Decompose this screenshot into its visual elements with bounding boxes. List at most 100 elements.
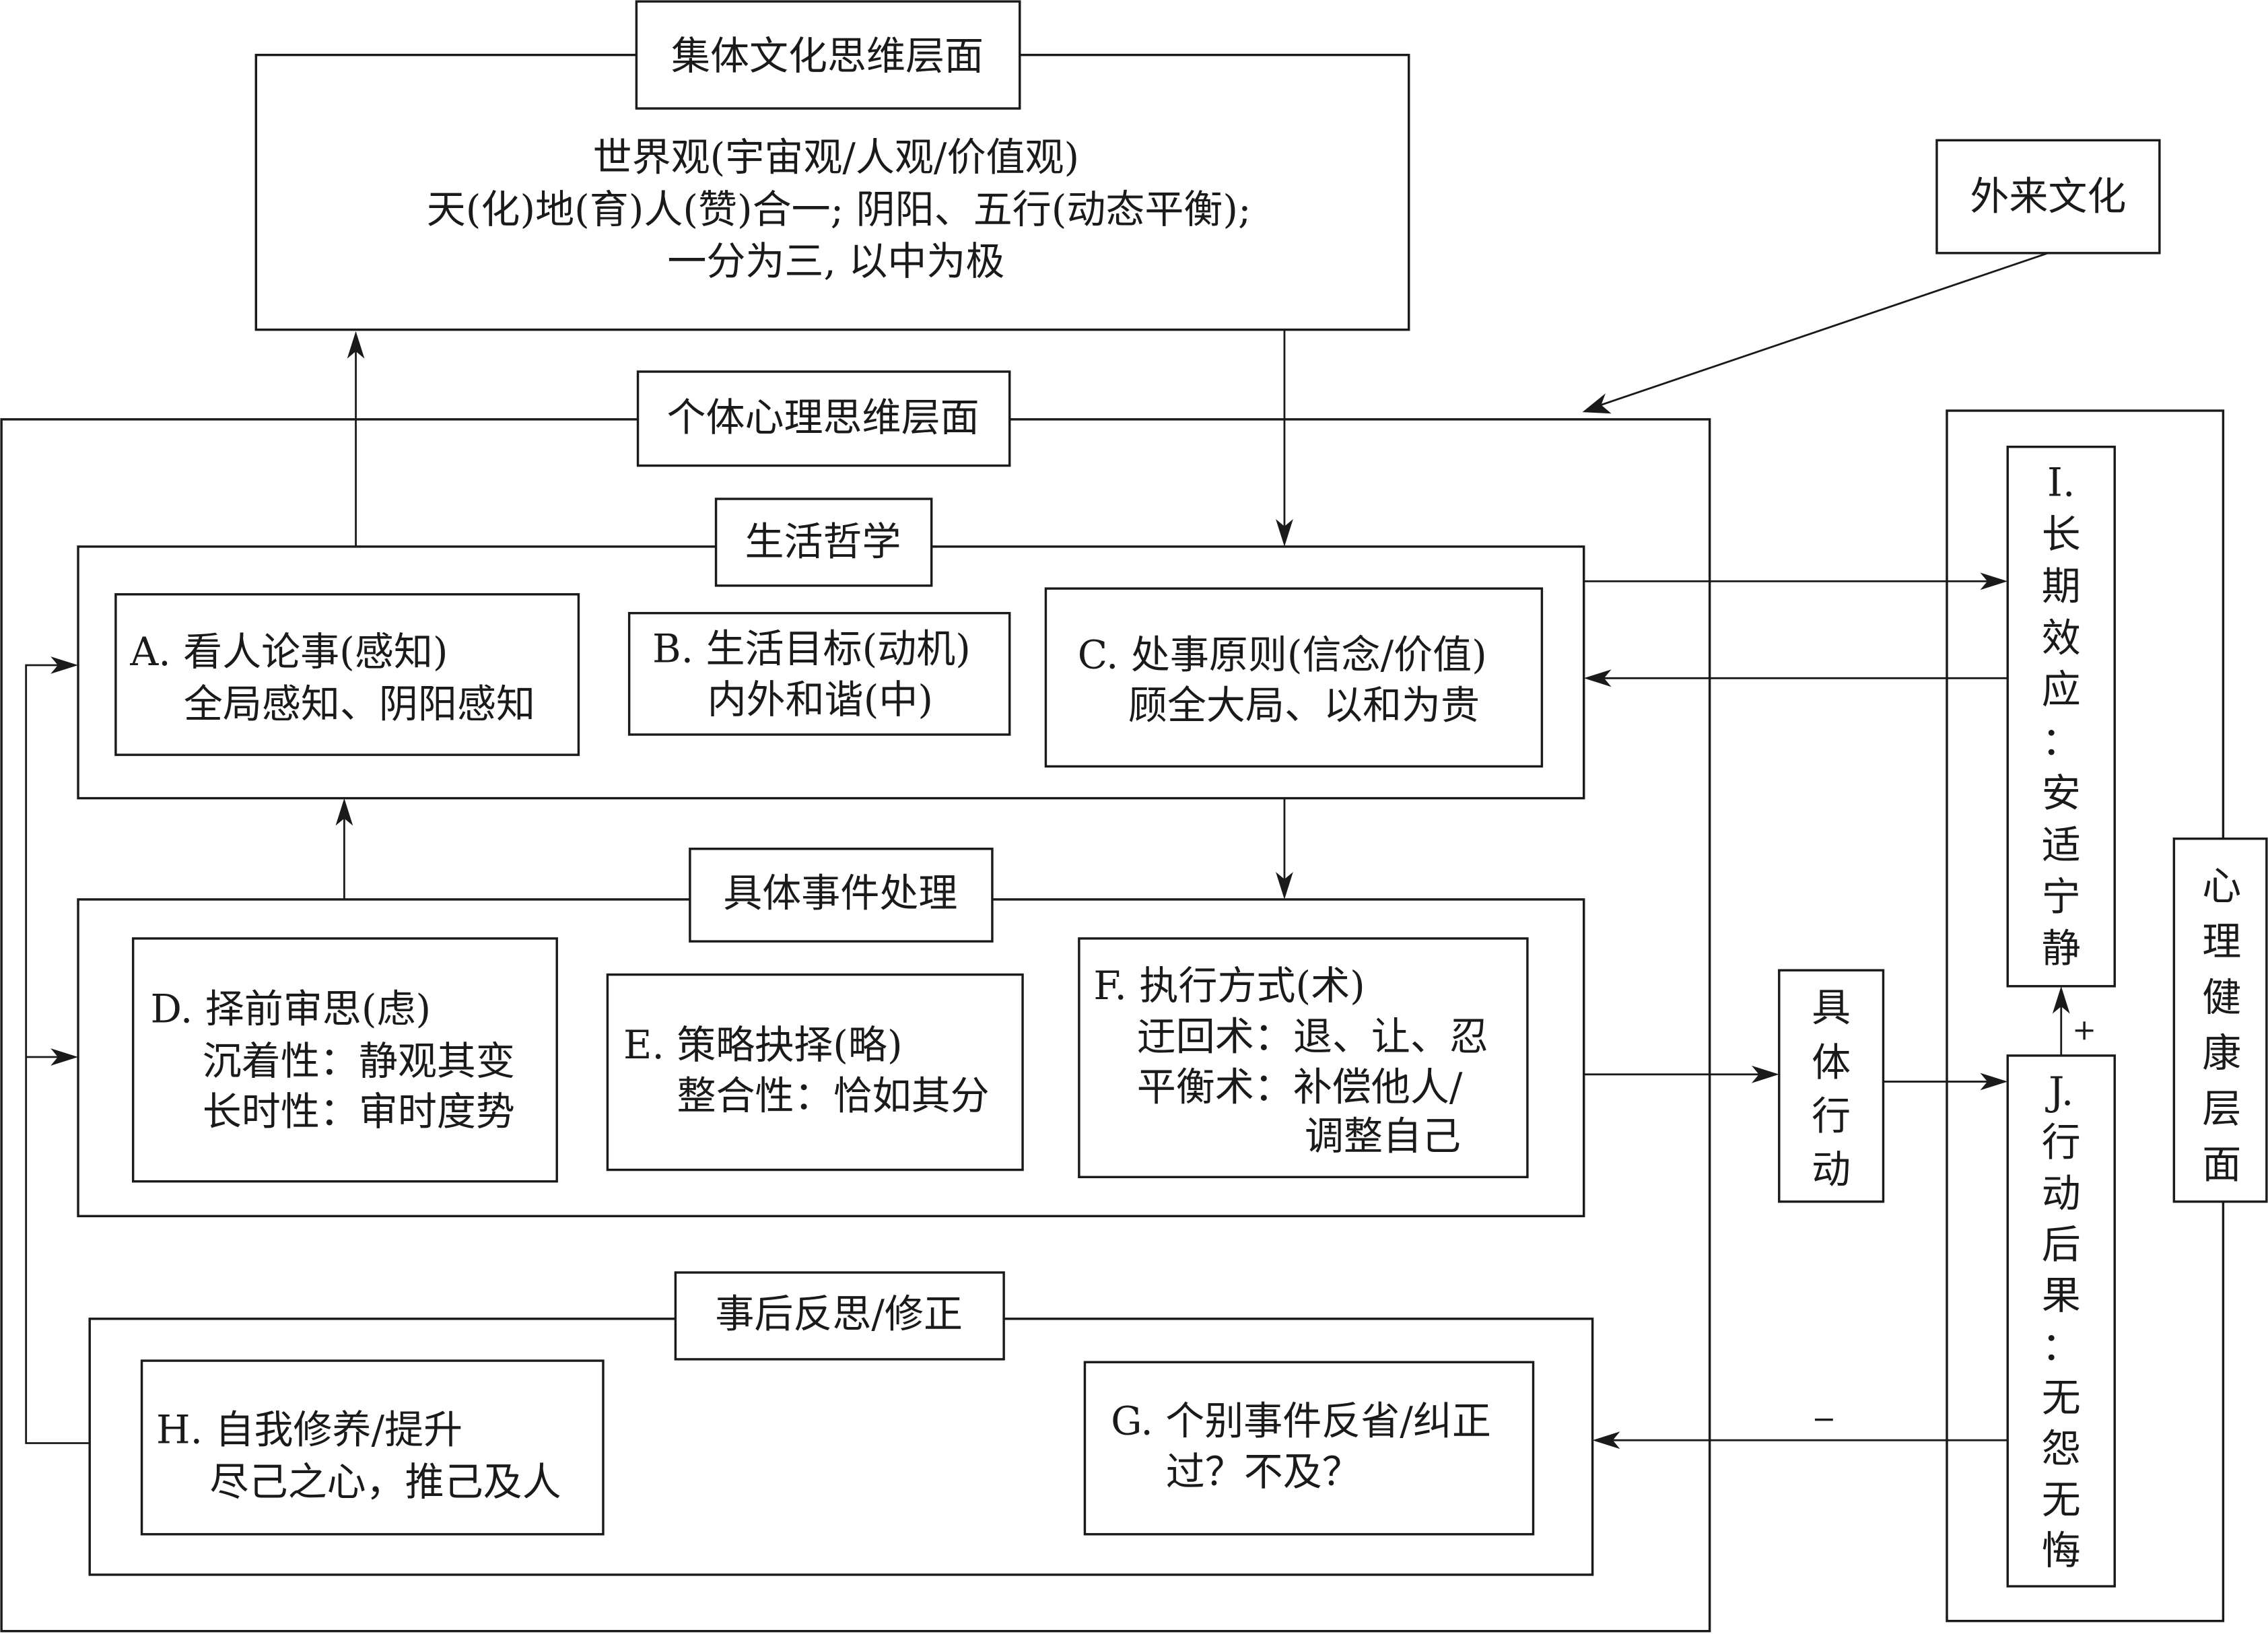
node-j-char: 行: [2042, 1120, 2081, 1165]
node-j-box: [2006, 1054, 2116, 1588]
node-c-line-1: C. 处事原则(信念/价值): [1078, 632, 1487, 677]
arrowhead-foreign: [1582, 393, 1612, 414]
collective-line-2: 天(化)地(育)人(赞)合一; 阴阳、五行(动态平衡);: [427, 186, 1251, 232]
node-e-line-1: E. 策略抉择(略): [623, 1022, 903, 1068]
node-e-strategy: E. 策略抉择(略) 整合性：恰如其分: [606, 973, 1024, 1171]
individual-psychology-title: 个体心理思维层面: [667, 395, 980, 440]
node-b-box: [627, 611, 1011, 736]
node-a-line-1: A. 看人论事(感知): [129, 629, 448, 675]
node-c-box: [1044, 587, 1544, 768]
node-i-box: [2006, 445, 2116, 988]
node-d-line-2: 沉着性：静观其变: [203, 1038, 515, 1084]
node-f-line-2: 迂回术：退、让、忍: [1137, 1013, 1488, 1059]
concrete-action-char-3: 行: [1812, 1093, 1851, 1138]
plus-sign: +: [2072, 1013, 2096, 1047]
node-f-line-3: 平衡术：补偿他人/: [1137, 1064, 1463, 1110]
node-j-char: 悔: [2042, 1528, 2081, 1573]
node-i-char: 安: [2042, 770, 2081, 816]
node-i-char: 宁: [2042, 874, 2081, 920]
psychological-health-title-char: 面: [2202, 1141, 2241, 1187]
node-j-char: 无: [2042, 1375, 2081, 1421]
node-j-char: 后: [2042, 1221, 2081, 1267]
node-b-line-2: 内外和谐(中): [708, 677, 933, 722]
life-philosophy-title-box: [714, 498, 933, 587]
node-j-char: 果: [2042, 1272, 2081, 1318]
node-f-box: [1078, 937, 1529, 1179]
node-j-char: ：: [2042, 1324, 2081, 1369]
arrowhead-down-event: [1276, 872, 1293, 899]
psychological-health-title-char: 康: [2202, 1030, 2241, 1076]
node-g-box: [1083, 1361, 1535, 1536]
node-h-line-2: 尽己之心，推己及人: [210, 1459, 561, 1505]
node-i-char: I.: [2047, 460, 2075, 506]
event-handling-title-box: [689, 848, 994, 943]
arrowhead-j: [1980, 1073, 2008, 1091]
event-handling-title: 具体事件处理: [723, 871, 957, 916]
arrowhead-action: [1751, 1065, 1779, 1083]
concrete-action: 具 体 行 动: [1778, 969, 1885, 1203]
node-g-event-reflection: G. 个别事件反省/纠正 过？不及？: [1083, 1361, 1535, 1536]
arrowhead-i: [1980, 572, 2008, 590]
node-h-box: [140, 1359, 605, 1536]
psychological-health-title-char: 理: [2202, 919, 2241, 965]
collective-line-1: 世界观(宇宙观/人观/价值观): [593, 134, 1079, 180]
node-h-self-cultivation: H. 自我修养/提升 尽己之心，推己及人: [140, 1359, 605, 1536]
node-d-line-3: 长时性：审时度势: [203, 1089, 515, 1134]
individual-psychology-title-box: [636, 370, 1011, 467]
connectors: [25, 252, 2070, 1450]
node-i-char: 长: [2042, 512, 2081, 557]
arrowhead-loop-a: [50, 656, 79, 674]
foreign-culture-label: 外来文化: [1970, 173, 2126, 219]
life-philosophy-title: 生活哲学: [745, 519, 901, 565]
node-f-execution: F. 执行方式(术) 迂回术：退、让、忍 平衡术：补偿他人/ 调整自己: [1078, 937, 1529, 1179]
collective-culture-title-box: [635, 0, 1021, 110]
node-e-box: [606, 973, 1024, 1171]
collective-line-3: 一分为三, 以中为极: [667, 238, 1004, 284]
node-i-char: 静: [2042, 926, 2081, 972]
node-c-principles: C. 处事原则(信念/价值) 顾全大局、以和为贵: [1044, 587, 1544, 768]
psychological-health-title-box: [2172, 837, 2268, 1203]
node-i-char: 适: [2042, 822, 2081, 868]
arrowhead-up-life: [335, 798, 353, 826]
collective-culture-title: 集体文化思维层面: [671, 33, 984, 79]
node-e-line-2: 整合性：恰如其分: [677, 1073, 990, 1118]
node-i-char: 应: [2042, 667, 2081, 712]
node-i-char: 效: [2042, 615, 2081, 660]
psychological-health-title-char: 心: [2202, 863, 2241, 909]
node-a-perception: A. 看人论事(感知) 全局感知、阴阳感知: [114, 593, 580, 756]
node-j-char: 怨: [2042, 1426, 2081, 1472]
node-f-line-4: 调整自己: [1305, 1114, 1461, 1159]
psychological-health-title-char: 健: [2202, 974, 2241, 1020]
node-j-char: 动: [2042, 1171, 2081, 1217]
node-h-line-1: H. 自我修养/提升: [156, 1407, 462, 1453]
arrowhead-up-i: [2052, 986, 2070, 1014]
loop-h-to-a: [25, 664, 90, 1444]
node-f-line-1: F. 执行方式(术): [1093, 963, 1365, 1009]
concrete-action-char-4: 动: [1812, 1147, 1851, 1192]
foreign-culture: 外来文化: [1935, 139, 2161, 254]
node-g-line-2: 过？不及？: [1166, 1449, 1361, 1495]
reflection-title-box: [674, 1271, 1005, 1361]
node-a-line-2: 全局感知、阴阳感知: [184, 681, 535, 726]
collective-culture-level: 集体文化思维层面 世界观(宇宙观/人观/价值观) 天(化)地(育)人(赞)合一;…: [254, 0, 1410, 331]
node-d-line-1: D. 择前审思(虑): [150, 986, 431, 1031]
node-i-char: ：: [2042, 718, 2081, 764]
psychological-health-title-char: 层: [2202, 1086, 2241, 1132]
node-d-box: [131, 937, 558, 1183]
node-d-deliberation: D. 择前审思(虑) 沉着性：静观其变 长时性：审时度势: [131, 937, 558, 1183]
node-i-char: 期: [2042, 563, 2081, 609]
arrowhead-up-collective: [347, 331, 365, 359]
node-g-line-1: G. 个别事件反省/纠正: [1111, 1398, 1491, 1444]
node-a-box: [114, 593, 580, 756]
node-c-line-2: 顾全大局、以和为贵: [1128, 682, 1480, 728]
arrowhead-loop-d: [50, 1048, 79, 1066]
concrete-action-box: [1778, 969, 1885, 1203]
arrowhead-g: [1592, 1431, 1620, 1450]
concrete-action-char-1: 具: [1812, 984, 1851, 1030]
minus-sign: −: [1812, 1402, 1836, 1436]
